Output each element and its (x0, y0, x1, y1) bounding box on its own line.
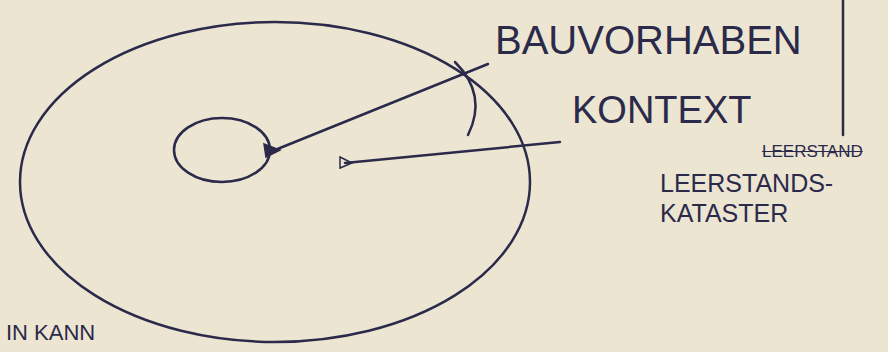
leader-line (345, 142, 560, 163)
point-marker (340, 157, 352, 168)
point-marker (264, 144, 280, 157)
project-circle (174, 118, 270, 182)
struck-label: LEERSTAND (762, 142, 863, 162)
note-label: IN KANN (6, 320, 95, 346)
leader-line (275, 64, 488, 150)
context-ellipse (20, 22, 530, 342)
divider-line (842, 0, 845, 135)
register-label: LEERSTANDS- KATASTER (660, 168, 860, 228)
project-label: BAUVORHABEN (495, 16, 802, 64)
context-label: KONTEXT (572, 88, 751, 134)
